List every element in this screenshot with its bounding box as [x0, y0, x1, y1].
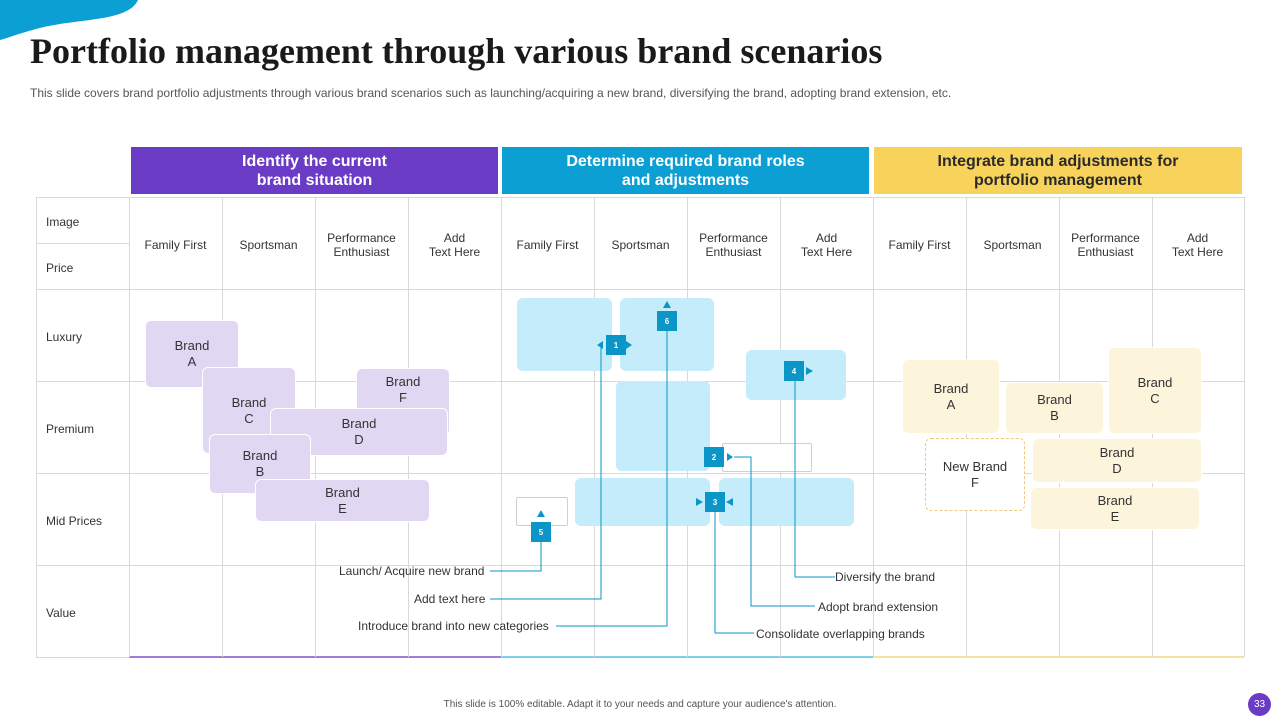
brand-box-d: Brand D — [270, 408, 448, 456]
brand-box-c: Brand C — [1108, 347, 1202, 434]
column-header: Add Text Here — [800, 231, 853, 259]
label-introduce-categories: Introduce brand into new categories — [358, 619, 549, 633]
column-header: Family First — [888, 238, 951, 252]
brand-box-d: Brand D — [1032, 438, 1202, 483]
adjustment-block — [616, 381, 710, 471]
label-diversify: Diversify the brand — [835, 570, 936, 584]
scenario-marker-4: 4 — [784, 361, 804, 381]
label-consolidate: Consolidate overlapping brands — [756, 627, 925, 641]
label-brand-extension: Adopt brand extension — [818, 600, 939, 614]
column-header: Performance Enthusiast — [1071, 231, 1140, 259]
brand-box-a: Brand A — [902, 359, 1000, 434]
label-launch-acquire: Launch/ Acquire new brand — [339, 564, 485, 578]
column-header: Add Text Here — [428, 231, 481, 259]
adjustment-block — [575, 478, 710, 526]
brand-box-e: Brand E — [1030, 487, 1200, 530]
label-add-text: Add text here — [414, 592, 486, 606]
scenario-marker-3: 3 — [705, 492, 725, 512]
scenario-marker-6: 6 — [657, 311, 677, 331]
brand-box-e: Brand E — [255, 479, 430, 522]
adjustment-block — [517, 298, 612, 371]
section-header-roles-adjustments: Determine required brand roles and adjus… — [502, 147, 869, 194]
row-label-value: Value — [46, 606, 76, 620]
row-label-image: Image — [46, 215, 80, 229]
page-number-badge: 33 — [1248, 693, 1271, 716]
brand-box-new-f: New Brand F — [925, 438, 1025, 511]
footer-note: This slide is 100% editable. Adapt it to… — [443, 699, 837, 710]
row-label-price: Price — [46, 261, 74, 275]
corner-wave-decoration — [0, 0, 138, 40]
row-label-mid-prices: Mid Prices — [46, 514, 103, 528]
column-header: Sportsman — [611, 238, 670, 252]
section-header-current-situation: Identify the current brand situation — [131, 147, 498, 194]
column-header: Add Text Here — [1171, 231, 1224, 259]
adjustment-block — [719, 478, 854, 526]
scenario-marker-5: 5 — [531, 522, 551, 542]
section-header-integrate: Integrate brand adjustments for portfoli… — [874, 147, 1242, 194]
column-header: Sportsman — [239, 238, 298, 252]
scenario-marker-1: 1 — [606, 335, 626, 355]
column-header: Family First — [516, 238, 579, 252]
page-subtitle: This slide covers brand portfolio adjust… — [30, 86, 952, 100]
scenario-marker-2: 2 — [704, 447, 724, 467]
column-header: Performance Enthusiast — [699, 231, 768, 259]
row-label-luxury: Luxury — [46, 330, 83, 344]
column-header: Performance Enthusiast — [327, 231, 396, 259]
column-header: Family First — [144, 238, 207, 252]
brand-box-b: Brand B — [1005, 382, 1104, 434]
page-title: Portfolio management through various bra… — [30, 31, 883, 71]
column-header: Sportsman — [983, 238, 1042, 252]
row-label-premium: Premium — [46, 422, 95, 436]
